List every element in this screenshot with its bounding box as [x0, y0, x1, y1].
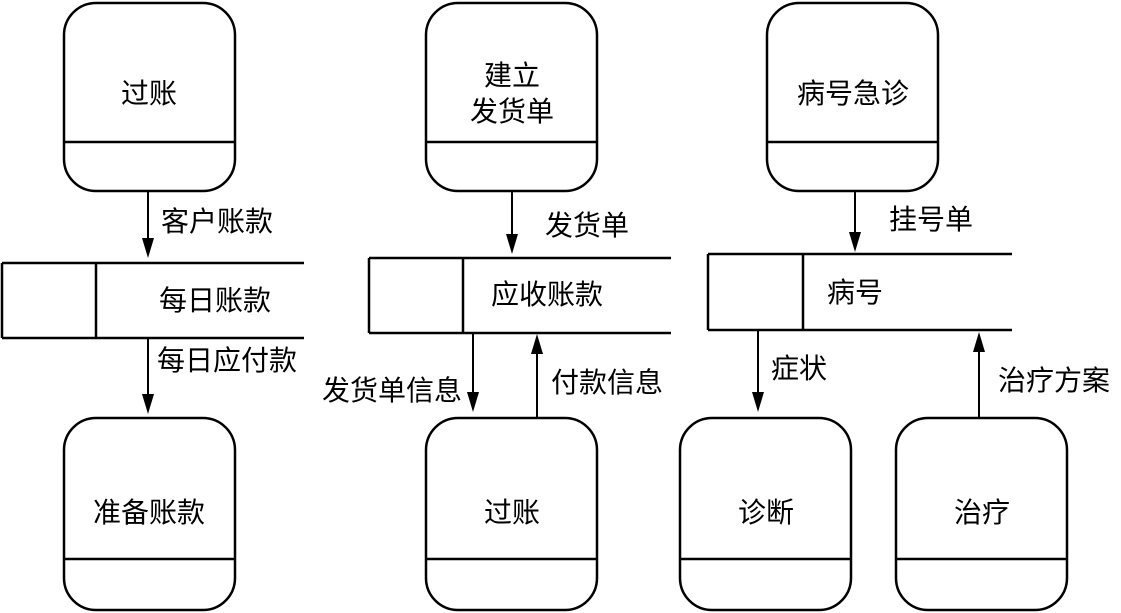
store-daily-account-label: 每日账款	[159, 284, 271, 317]
flow-symptom: 症状	[752, 330, 827, 412]
flow-symptom-label: 症状	[771, 352, 827, 385]
flow-customer-account: 客户账款	[142, 191, 273, 258]
process-treatment-label: 治疗	[954, 496, 1010, 529]
flow-invoice-info-label: 发货单信息	[322, 374, 462, 407]
process-treatment: 治疗	[894, 416, 1069, 612]
process-prepare-account: 准备账款	[62, 416, 237, 612]
process-create-invoice-label-line2: 发货单	[470, 95, 554, 128]
flow-payment-info-label: 付款信息	[551, 366, 663, 399]
process-posting-2-label: 过账	[484, 496, 540, 529]
flow-invoice: 发货单	[506, 191, 629, 254]
flow-daily-payable-label: 每日应付款	[157, 344, 297, 377]
store-accounts-receivable: 应收账款	[367, 256, 671, 335]
process-diagnosis-label: 诊断	[738, 496, 794, 529]
store-patient-label: 病号	[827, 276, 883, 309]
flow-registration-form: 挂号单	[849, 191, 973, 252]
flow-customer-account-label: 客户账款	[161, 205, 273, 238]
process-prepare-account-label: 准备账款	[93, 496, 205, 529]
flow-invoice-info: 发货单信息	[322, 333, 479, 412]
process-create-invoice: 建立 发货单	[424, 1, 599, 193]
flow-treatment-plan: 治疗方案	[973, 332, 1110, 418]
store-patient: 病号	[706, 252, 1012, 332]
flow-invoice-label: 发货单	[545, 209, 629, 242]
process-create-invoice-label-line1: 建立	[484, 59, 540, 92]
process-posting-2: 过账	[424, 416, 599, 612]
process-posting-1-label: 过账	[121, 77, 177, 110]
process-emergency-patient-label: 病号急诊	[797, 77, 909, 110]
store-accounts-receivable-label: 应收账款	[491, 278, 603, 311]
flow-registration-form-label: 挂号单	[889, 203, 973, 236]
process-diagnosis: 诊断	[678, 416, 853, 612]
process-emergency-patient: 病号急诊	[765, 1, 940, 193]
store-daily-account: 每日账款	[0, 261, 304, 340]
flow-treatment-plan-label: 治疗方案	[998, 364, 1110, 397]
process-posting-1: 过账	[62, 1, 237, 193]
flow-payment-info: 付款信息	[531, 334, 663, 418]
flow-daily-payable: 每日应付款	[142, 338, 297, 414]
